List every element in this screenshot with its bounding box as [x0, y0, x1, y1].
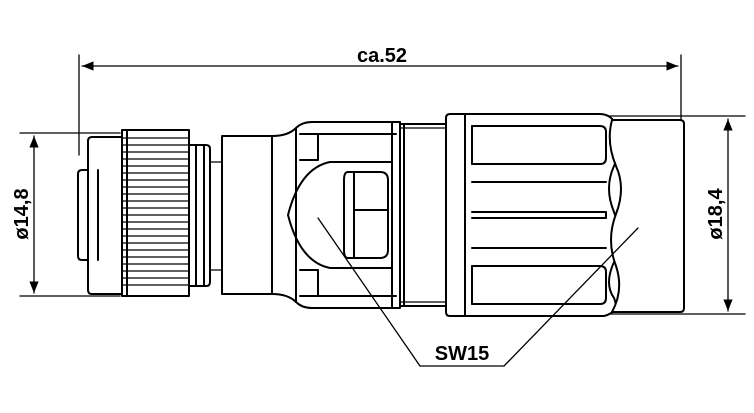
wrench-size-label: SW15: [435, 343, 489, 365]
right-diameter-label: ø18,4: [705, 188, 727, 240]
left-diameter-dimension: ø14,8: [11, 132, 121, 297]
sleeve: [399, 123, 447, 307]
gland-nut: [445, 113, 622, 317]
connector-body: [77, 113, 685, 317]
right-diameter-dimension: ø18,4: [607, 115, 746, 315]
knurled-ring: [121, 129, 190, 297]
neck: [188, 144, 223, 287]
leader-line-right: [503, 227, 639, 367]
housing-end: [608, 119, 685, 313]
wrench-size-callout: SW15: [317, 217, 639, 367]
hex-nut: [221, 121, 401, 309]
socket-end: [77, 136, 123, 295]
left-diameter-label: ø14,8: [11, 188, 33, 239]
leader-line-left: [317, 217, 421, 367]
length-label: ca.52: [357, 45, 407, 67]
length-dimension: ca.52: [78, 45, 682, 156]
